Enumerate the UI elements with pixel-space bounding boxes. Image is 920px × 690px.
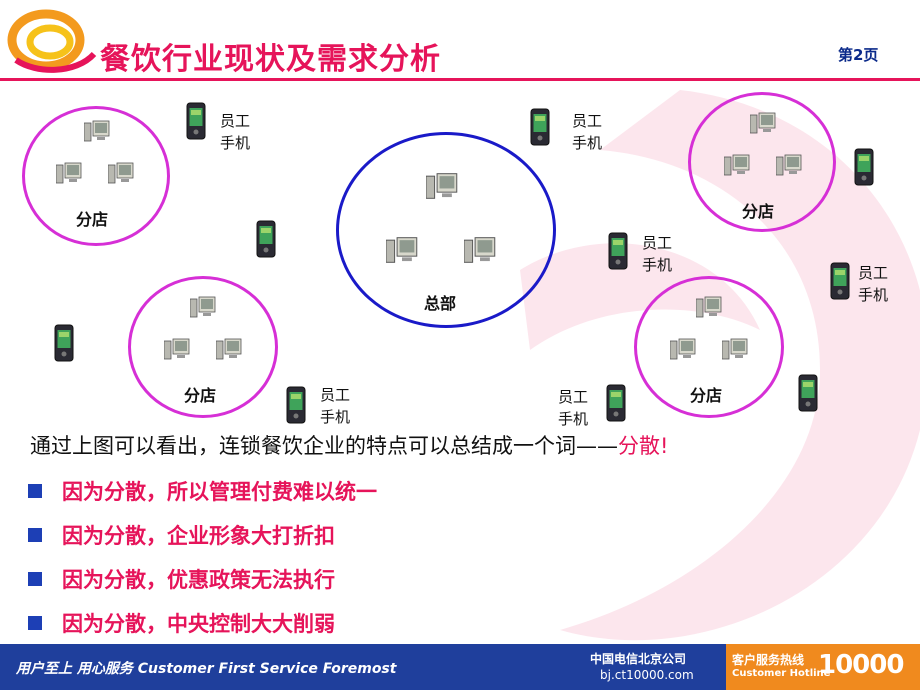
mobile-phone-icon <box>530 108 550 146</box>
branch-label: 分店 <box>742 202 775 221</box>
branch-label: 分店 <box>690 386 723 405</box>
bullet-marker <box>28 528 42 542</box>
computer-icon <box>724 154 750 176</box>
hotline-panel: 客户服务热线 Customer Hotline 10000 <box>726 644 920 690</box>
computer-icon <box>426 172 458 200</box>
hotline-label-cn: 客户服务热线 <box>732 653 805 667</box>
phone-label: 员工手机 <box>858 264 889 304</box>
branch-label: 分店 <box>184 386 217 405</box>
mobile-phone-icon <box>186 102 206 140</box>
branch-circle <box>634 276 784 418</box>
mobile-phone-icon <box>256 220 276 258</box>
bullet-marker <box>28 572 42 586</box>
mobile-phone-icon <box>608 232 628 270</box>
computer-icon <box>164 338 190 360</box>
phone-label: 员工手机 <box>558 388 589 428</box>
computer-icon <box>190 296 216 318</box>
bullet-item: 因为分散，所以管理付费难以统一 <box>62 480 377 504</box>
page-title: 餐饮行业现状及需求分析 <box>100 42 441 77</box>
summary-text: 通过上图可以看出，连锁餐饮企业的特点可以总结成一个词——分散! <box>30 434 669 458</box>
hotline-label-en: Customer Hotline <box>732 668 831 679</box>
background-watermark <box>520 90 920 641</box>
title-divider <box>0 78 920 81</box>
computer-icon <box>216 338 242 360</box>
computer-icon <box>670 338 696 360</box>
bullet-marker <box>28 616 42 630</box>
mobile-phone-icon <box>606 384 626 422</box>
phone-label: 员工手机 <box>220 112 251 152</box>
computer-icon <box>108 162 134 184</box>
computer-icon <box>776 154 802 176</box>
summary-keyword: 分散 <box>618 434 660 458</box>
computer-icon <box>56 162 82 184</box>
computer-icon <box>750 112 776 134</box>
phone-label: 员工手机 <box>572 112 603 152</box>
computer-icon <box>386 236 418 264</box>
bullet-item: 因为分散，企业形象大打折扣 <box>62 524 335 548</box>
footer-company: 中国电信北京公司 <box>590 652 687 666</box>
branch-circle <box>22 106 170 246</box>
mobile-phone-icon <box>798 374 818 412</box>
phone-label: 员工手机 <box>320 386 351 426</box>
china-telecom-logo <box>7 9 97 73</box>
bullet-item: 因为分散，优惠政策无法执行 <box>62 568 335 592</box>
hq-circle <box>336 132 556 328</box>
computer-icon <box>84 120 110 142</box>
branch-label: 分店 <box>76 210 109 229</box>
hq-label: 总部 <box>424 294 457 313</box>
computer-icon <box>464 236 496 264</box>
hotline-number: 10000 <box>818 650 904 680</box>
page-number: 第2页 <box>838 46 879 64</box>
mobile-phone-icon <box>854 148 874 186</box>
mobile-phone-icon <box>830 262 850 300</box>
bullet-marker <box>28 484 42 498</box>
branch-circle <box>688 92 836 232</box>
phone-label: 员工手机 <box>642 234 673 274</box>
branch-circle <box>128 276 278 418</box>
mobile-phone-icon <box>286 386 306 424</box>
footer-slogan: 用户至上 用心服务 Customer First Service Foremos… <box>16 661 397 677</box>
mobile-phone-icon <box>54 324 74 362</box>
computer-icon <box>696 296 722 318</box>
footer-url: bj.ct10000.com <box>600 668 694 682</box>
bullet-item: 因为分散，中央控制大大削弱 <box>62 612 335 636</box>
computer-icon <box>722 338 748 360</box>
